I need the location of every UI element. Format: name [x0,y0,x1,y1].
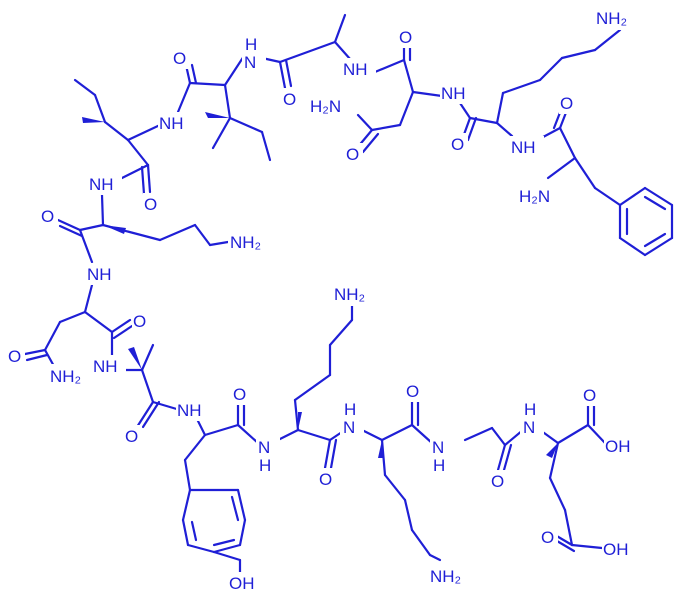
svg-text:H₂N: H₂N [310,97,341,116]
svg-text:O: O [583,386,596,405]
o-asn-top-label: O [398,26,416,48]
nh2-asn-top-label: H₂N [308,94,354,118]
o-phe-label: O [559,92,577,114]
svg-text:O: O [125,427,138,446]
svg-text:O: O [41,207,54,226]
o-lys-mid-label: O [40,205,58,227]
o-lys-top-label: O [450,133,468,155]
svg-text:N: N [343,418,355,437]
nh2-lys-top-label: NH₂ [594,6,634,30]
svg-text:NH: NH [511,138,536,157]
o-lys-down-label: O [405,380,423,402]
nh-ala-tyr-label: NH [176,399,210,421]
nh-asn-ala-bot-label: NH [92,355,126,377]
svg-text:H: H [245,35,257,54]
oh-glu-side-label: OH [602,538,638,560]
svg-text:NH: NH [177,401,202,420]
o-lys-up-label: O [318,468,336,490]
svg-text:N: N [523,418,535,437]
svg-text:O: O [451,135,464,154]
svg-text:NH: NH [89,175,114,194]
svg-text:NH₂: NH₂ [50,367,81,386]
o-ala-bot-label: O [124,425,142,447]
o-glu-side-label: O [540,526,558,548]
nh2-phe-label: H₂N [517,184,563,208]
oh-glu-alpha-label: OH [604,435,640,457]
svg-text:O: O [406,382,419,401]
svg-text:O: O [560,94,573,113]
nh-tyr-lys-label: NH [256,436,280,476]
nh-lys-asn-bot-label: NH [86,263,120,285]
svg-text:N: N [244,53,256,72]
nh-asn-ala-label: NH [342,58,376,80]
svg-text:O: O [133,312,146,331]
nh-lys-lys-label: HN [340,398,364,438]
svg-text:NH: NH [441,84,466,103]
svg-text:H: H [433,456,445,475]
svg-text:H: H [524,400,536,419]
atom-label-layer: NH₂ H₂N O NH O NH O NH H₂N O O HN O NH O… [7,6,640,594]
svg-text:O: O [346,145,359,164]
svg-text:O: O [233,385,246,404]
svg-text:O: O [491,472,504,491]
svg-text:O: O [8,347,21,366]
o-ile-top-label: O [172,47,190,69]
svg-text:NH: NH [159,114,184,133]
nh-ile-lys-label: NH [88,173,122,195]
nh-ile-ile-label: NH [158,112,192,134]
svg-text:O: O [144,195,157,214]
svg-text:OH: OH [605,437,631,456]
svg-text:NH₂: NH₂ [430,567,461,586]
svg-text:NH: NH [87,265,112,284]
nh-ala-ile-label: HN [242,33,266,73]
svg-text:H: H [259,456,271,475]
svg-text:O: O [283,90,296,109]
nh2-lys-up-label: NH₂ [332,282,372,306]
o-glu-alpha-label: O [582,384,600,406]
o-ile-left-label: O [143,193,161,215]
svg-text:H₂N: H₂N [519,187,550,206]
o-gly-label: O [490,470,508,492]
svg-text:NH₂: NH₂ [596,9,627,28]
svg-text:O: O [541,528,554,547]
svg-text:NH₂: NH₂ [334,285,365,304]
oh-tyr-label: OH [228,572,264,594]
svg-text:N: N [258,438,270,457]
o-tyr-label: O [232,383,250,405]
svg-text:NH: NH [343,60,368,79]
o-asn-bot-side-label: O [7,345,25,367]
nh2-asn-bot-label: NH₂ [48,364,88,388]
nh-lys-asn-label: NH [440,82,474,104]
svg-text:H: H [344,400,356,419]
svg-text:N: N [432,438,444,457]
o-asn-bot-label: O [132,310,150,332]
svg-text:NH: NH [93,357,118,376]
svg-text:O: O [173,49,186,68]
svg-text:OH: OH [603,540,629,559]
nh-phe-lys-label: NH [510,136,544,158]
nh2-lys-down-label: NH₂ [428,564,468,588]
svg-text:O: O [319,470,332,489]
nh-lys-gly-label: NH [430,436,454,476]
nh-gly-glu-label: HN [520,398,544,438]
svg-text:O: O [399,28,412,47]
stereo-wedges [82,112,558,458]
o-asn-top-side-label: O [345,143,363,165]
nh2-lys-mid-label: NH₂ [228,230,268,254]
svg-text:OH: OH [229,574,255,593]
o-ala-top-label: O [282,88,300,110]
svg-text:NH₂: NH₂ [230,233,261,252]
